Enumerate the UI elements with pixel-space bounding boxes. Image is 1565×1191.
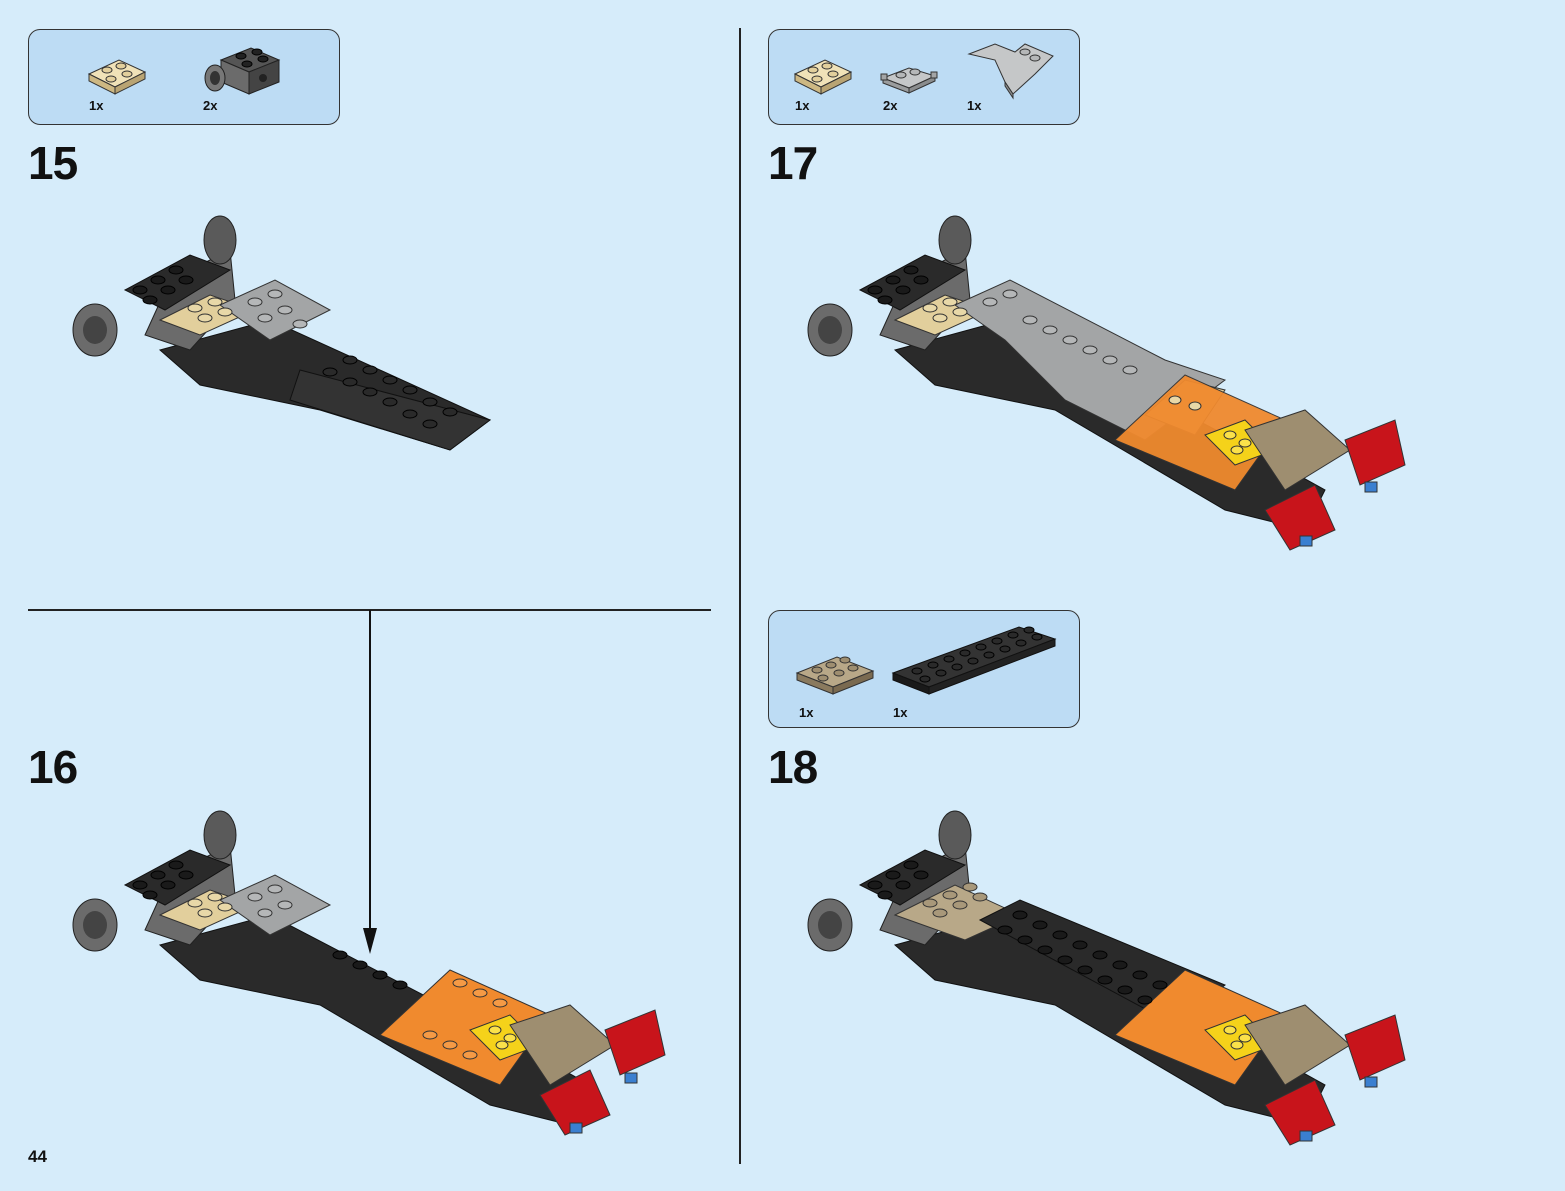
- light-gray-wedge-plate-icon: [965, 38, 1057, 100]
- part-qty: 1x: [799, 705, 813, 720]
- part-qty: 1x: [89, 98, 103, 113]
- parts-callout-step-17: 1x 2x 1x: [768, 29, 1080, 125]
- step-number: 16: [28, 740, 77, 794]
- page-number: 44: [28, 1147, 47, 1167]
- part-qty: 2x: [203, 98, 217, 113]
- step-number: 15: [28, 136, 77, 190]
- light-gray-clip-plate-icon: [879, 60, 941, 96]
- vertical-divider: [739, 28, 741, 1164]
- part-qty: 1x: [893, 705, 907, 720]
- tan-plate-2x2-icon: [85, 52, 149, 96]
- model-step-17: [805, 210, 1415, 560]
- tan-plate-2x2-icon: [791, 52, 855, 96]
- part-qty: 1x: [795, 98, 809, 113]
- step-number: 17: [768, 136, 817, 190]
- dark-tan-plate-2x3-icon: [793, 649, 877, 699]
- parts-callout-step-18: 1x 1x: [768, 610, 1080, 728]
- parts-callout-step-15: 1x 2x: [28, 29, 340, 125]
- model-step-18: [805, 805, 1415, 1155]
- part-qty: 1x: [967, 98, 981, 113]
- model-step-16: [70, 805, 670, 1150]
- black-plate-2x8-icon: [889, 621, 1061, 701]
- model-step-15: [70, 210, 500, 460]
- dark-gray-pin-brick-icon: [201, 38, 285, 102]
- step-number: 18: [768, 740, 817, 794]
- part-qty: 2x: [883, 98, 897, 113]
